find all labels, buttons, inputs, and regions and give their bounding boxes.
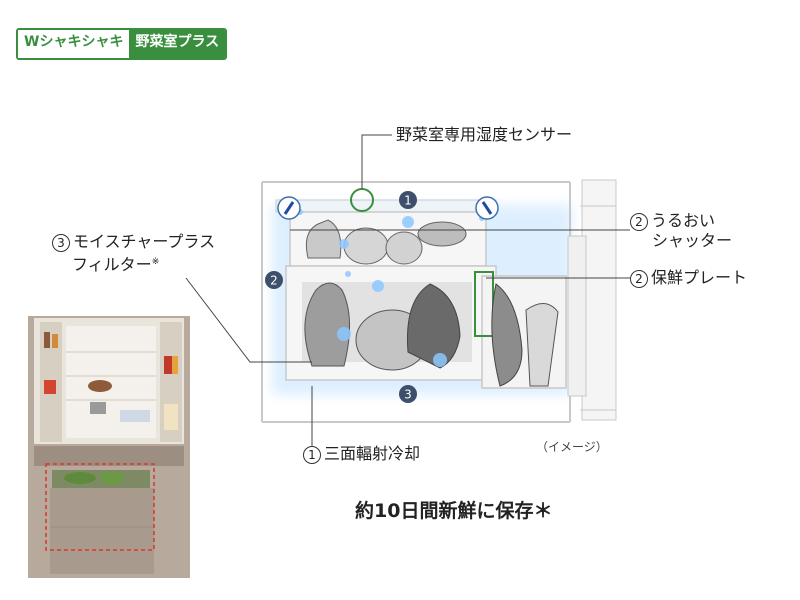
fridge-thumbnail	[28, 316, 190, 578]
label-shutter-line1: うるおい	[651, 211, 716, 230]
label-plate-text: 保鮮プレート	[651, 268, 748, 287]
label-shutter-number: 2	[630, 212, 648, 231]
marker-left-text: 2	[270, 274, 278, 288]
label-cooling-number: 1	[303, 445, 321, 464]
tagline: 約10日間新鮮に保存＊	[355, 500, 553, 522]
feature-badge: Wシャキシャキ 野菜室プラス	[16, 28, 228, 60]
callout-markers: 1 2 3	[265, 191, 417, 403]
label-filter-number: 3	[52, 233, 70, 252]
badge-right-text: 野菜室プラス	[129, 30, 226, 58]
label-plate-number: 2	[630, 269, 648, 288]
label-shutter-line2: シャッター	[652, 231, 733, 250]
label-cooling-text: 三面輻射冷却	[324, 444, 421, 463]
marker-left	[265, 271, 283, 289]
marker-bottom	[399, 385, 417, 403]
label-filter-line1: モイスチャープラス	[73, 232, 216, 251]
thumbnail-highlight-box	[45, 463, 155, 551]
vegetable-compartment-diagram	[261, 179, 617, 423]
leader-lines	[185, 134, 630, 452]
label-humidity-sensor: 野菜室専用湿度センサー	[396, 125, 573, 144]
label-filter-mark: ※	[151, 257, 160, 267]
marker-bottom-text: 3	[404, 388, 412, 402]
marker-top-text: 1	[404, 194, 412, 208]
marker-top	[399, 191, 417, 209]
badge-left-text: Wシャキシャキ	[18, 30, 130, 58]
image-note: （イメージ）	[536, 440, 608, 454]
label-filter-line2: フィルター	[72, 255, 152, 275]
